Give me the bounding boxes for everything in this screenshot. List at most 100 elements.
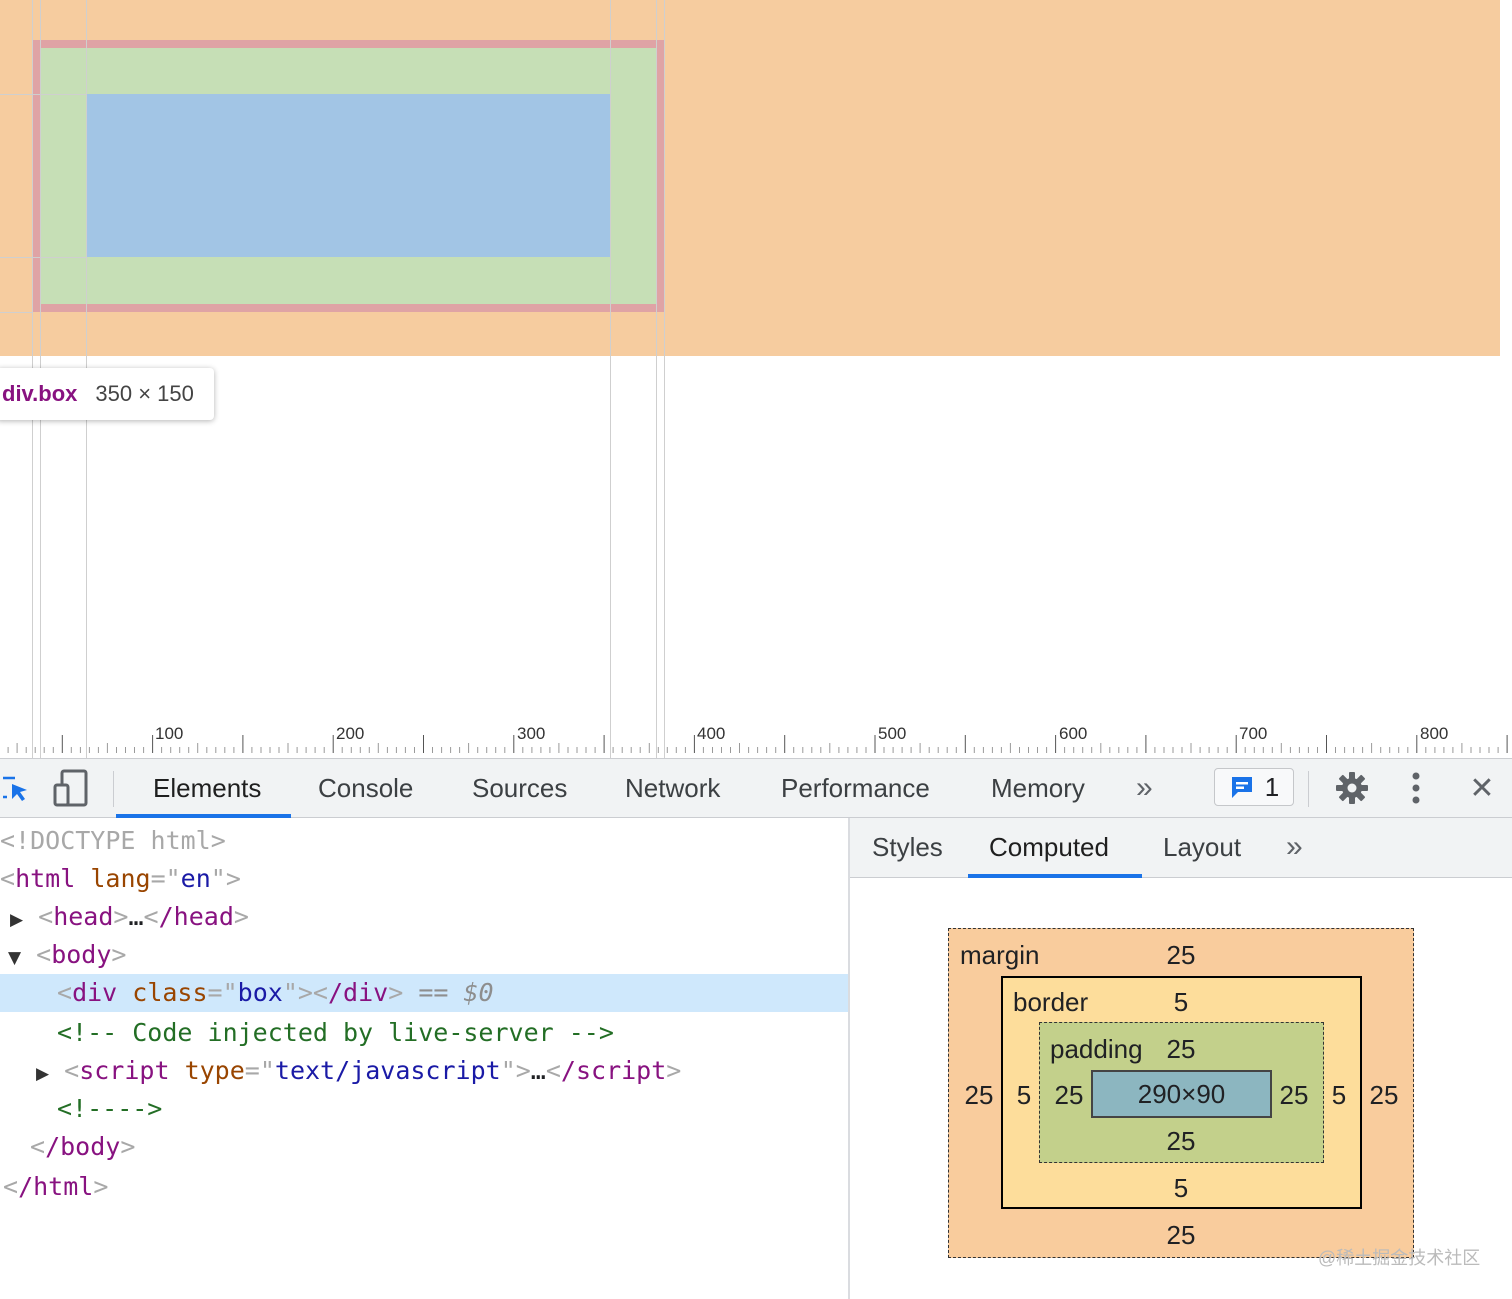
device-toolbar-button[interactable] bbox=[50, 759, 90, 817]
padding-bottom-value[interactable]: 25 bbox=[1166, 1126, 1196, 1156]
dom-node-html[interactable]: <html lang="en"> bbox=[0, 864, 241, 893]
ruler-label: 500 bbox=[878, 724, 907, 743]
border-top-value[interactable]: 5 bbox=[1173, 987, 1189, 1017]
border-right-value[interactable]: 5 bbox=[1331, 1080, 1347, 1110]
tag-name: /html bbox=[18, 1172, 94, 1201]
doctype-close: > bbox=[210, 826, 226, 855]
guide-line bbox=[0, 257, 86, 258]
device-mode-icon bbox=[53, 769, 88, 807]
ruler-label: 400 bbox=[697, 724, 726, 743]
guide-line bbox=[610, 0, 611, 758]
tab-computed[interactable]: Computed bbox=[989, 831, 1109, 862]
collapsed-ellipsis[interactable]: … bbox=[530, 1056, 546, 1085]
collapsed-ellipsis[interactable]: … bbox=[128, 902, 144, 931]
toolbar-separator bbox=[1308, 771, 1309, 807]
tag-name: script bbox=[79, 1056, 170, 1085]
collapse-triangle-icon[interactable]: ▼ bbox=[8, 948, 22, 968]
toolbar-separator bbox=[113, 771, 114, 807]
border-left-value[interactable]: 5 bbox=[1016, 1080, 1032, 1110]
guide-line bbox=[656, 0, 657, 758]
attr-name: type bbox=[184, 1056, 245, 1085]
padding-label: padding bbox=[1050, 1034, 1143, 1064]
tag-name: div bbox=[72, 978, 118, 1007]
border-bottom-value[interactable]: 5 bbox=[1173, 1173, 1189, 1203]
ruler-ticks bbox=[7, 735, 1508, 753]
tooltip-selector: div.box bbox=[2, 381, 78, 406]
padding-top-value[interactable]: 25 bbox=[1166, 1034, 1196, 1064]
dom-node-comment[interactable]: <!-- Code injected by live-server --> bbox=[57, 1014, 905, 1052]
border-label: border bbox=[1013, 987, 1089, 1017]
ruler-label: 700 bbox=[1239, 724, 1268, 743]
tag-name: /script bbox=[560, 1056, 667, 1085]
attr-name: lang bbox=[90, 864, 151, 893]
tab-styles[interactable]: Styles bbox=[872, 831, 943, 862]
dom-node-comment[interactable]: <!----> bbox=[57, 1090, 905, 1128]
tab-sources[interactable]: Sources bbox=[472, 772, 568, 803]
more-sidebar-tabs-button[interactable]: » bbox=[1286, 830, 1303, 863]
active-tab-indicator bbox=[968, 874, 1142, 878]
margin-bottom-value[interactable]: 25 bbox=[1166, 1220, 1196, 1250]
guide-line bbox=[664, 0, 665, 758]
tag-name: /head bbox=[158, 902, 234, 931]
inspect-element-button[interactable] bbox=[0, 759, 36, 817]
tag-name: head bbox=[53, 902, 114, 931]
padding-right-value[interactable]: 25 bbox=[1279, 1080, 1309, 1110]
margin-left-value[interactable]: 25 bbox=[964, 1080, 994, 1110]
dom-node-doctype[interactable]: <!DOCTYPE html> bbox=[0, 822, 848, 860]
padding-left-value[interactable]: 25 bbox=[1054, 1080, 1084, 1110]
elements-dom-tree: <!DOCTYPE html> <html lang="en"> ▶ <head… bbox=[0, 818, 848, 1299]
tab-elements[interactable]: Elements bbox=[153, 772, 262, 803]
margin-right-value[interactable]: 25 bbox=[1369, 1080, 1399, 1110]
sidebar-tabbar: Styles Computed Layout » bbox=[850, 818, 1512, 878]
tab-network[interactable]: Network bbox=[625, 772, 721, 803]
expand-triangle-icon[interactable]: ▶ bbox=[36, 1064, 50, 1084]
tab-memory[interactable]: Memory bbox=[991, 772, 1085, 803]
horizontal-ruler: 100 200 300 400 500 600 700 800 bbox=[0, 718, 1512, 758]
margin-top-value[interactable]: 25 bbox=[1166, 940, 1196, 970]
margin-label: margin bbox=[960, 940, 1040, 970]
element-tooltip: div.box 350 × 150 bbox=[0, 368, 214, 420]
more-tabs-button[interactable]: » bbox=[1136, 771, 1153, 804]
guide-line bbox=[0, 94, 86, 95]
expand-triangle-icon[interactable]: ▶ bbox=[10, 910, 24, 930]
attr-value: en bbox=[180, 864, 211, 893]
tag-name: /body bbox=[45, 1132, 121, 1161]
devtools-toolbar: Elements Console Sources Network Perform… bbox=[0, 758, 1512, 818]
dom-node-html-close[interactable]: </html> bbox=[3, 1172, 109, 1201]
close-icon: ✕ bbox=[1469, 771, 1495, 805]
message-icon bbox=[1231, 777, 1252, 798]
comment-text: <!-- Code injected by live-server --> bbox=[57, 1018, 614, 1047]
attr-value: text/javascript bbox=[274, 1056, 501, 1085]
gear-icon bbox=[1336, 772, 1368, 804]
inspect-cursor-icon bbox=[3, 776, 27, 801]
ruler-label: 600 bbox=[1059, 724, 1088, 743]
dom-node-head[interactable]: ▶ <head>…</head> bbox=[10, 902, 249, 931]
page-viewport: div.box 350 × 150 100 200 300 400 500 60… bbox=[0, 0, 1512, 758]
dom-node-body[interactable]: ▼ <body> bbox=[8, 940, 127, 969]
issues-button[interactable]: 1 bbox=[1214, 768, 1294, 806]
tab-performance[interactable]: Performance bbox=[781, 772, 930, 803]
tag-name: /div bbox=[327, 978, 389, 1007]
tab-layout[interactable]: Layout bbox=[1163, 831, 1242, 862]
watermark-text: @稀土掘金技术社区 bbox=[1318, 1248, 1481, 1268]
customize-menu-button[interactable] bbox=[1404, 759, 1428, 817]
ruler-label: 200 bbox=[336, 724, 365, 743]
close-devtools-button[interactable]: ✕ bbox=[1466, 759, 1498, 817]
dom-node-div-box[interactable]: <div class="box"></div> == $0 bbox=[0, 974, 848, 1012]
settings-button[interactable] bbox=[1334, 759, 1370, 817]
box-model-content[interactable]: 290×90 bbox=[1091, 1070, 1272, 1118]
content-highlight bbox=[86, 94, 610, 257]
dom-node-body-close[interactable]: </body> bbox=[30, 1132, 136, 1161]
attr-name: class bbox=[132, 978, 208, 1007]
active-tab-indicator bbox=[116, 814, 291, 818]
guide-line bbox=[0, 312, 32, 313]
tooltip-dimensions: 350 × 150 bbox=[95, 381, 194, 406]
tab-console[interactable]: Console bbox=[318, 772, 414, 803]
dom-node-script[interactable]: ▶ <script type="text/javascript">…</scri… bbox=[36, 1056, 682, 1085]
ruler-label: 800 bbox=[1420, 724, 1449, 743]
issues-count: 1 bbox=[1264, 771, 1280, 802]
tag-name: body bbox=[51, 940, 112, 969]
panel-split-handle[interactable] bbox=[848, 818, 850, 1299]
doctype-open: <!DOCTYPE bbox=[0, 826, 151, 855]
ruler-label: 100 bbox=[155, 724, 184, 743]
